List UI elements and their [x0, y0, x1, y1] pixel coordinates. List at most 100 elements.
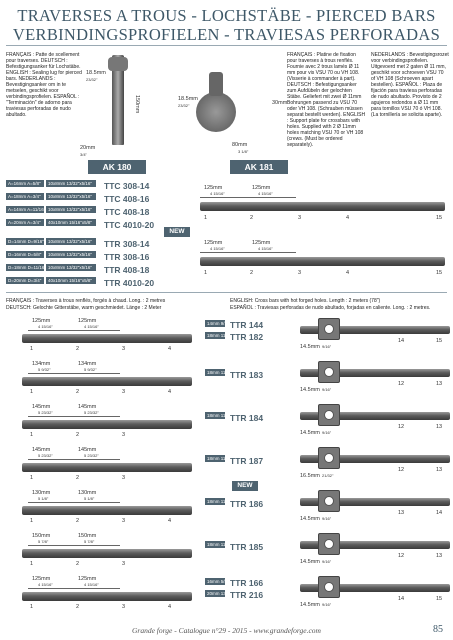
row-len-in: 9/16" — [322, 344, 332, 349]
row-spacing: 145mm — [32, 447, 51, 453]
ttr-code-2: TTR 308-16 — [104, 252, 150, 262]
row-num: 1 — [30, 432, 34, 438]
ttc-spacing-b-in: 4 15/16" — [258, 191, 273, 196]
ttr-code-1: TTR 308-14 — [104, 239, 150, 249]
row-num: 1 — [30, 604, 34, 610]
row-num: 1 — [30, 346, 34, 352]
mid-rule — [6, 292, 447, 293]
row-spacing-2: 145mm — [78, 447, 97, 453]
row-len-in: 9/16" — [322, 602, 332, 607]
row-right-bar-image — [300, 412, 450, 420]
row-right-bar-image — [300, 455, 450, 463]
ttc-code-2: TTC 408-16 — [104, 194, 150, 204]
row-code: TTR 144 — [230, 320, 264, 330]
ttc-num-1: 1 — [204, 215, 208, 221]
row-spacing: 145mm — [32, 404, 51, 410]
row-count: 13 — [398, 510, 405, 516]
ttr-bar-diagram: 125mm 4 15/16" 125mm 4 15/16" 1 2 3 4 15 — [200, 240, 450, 290]
footer-text: Grande forge - Catalogue n°29 - 2015 - w… — [132, 626, 321, 635]
row-spacing: 125mm — [32, 318, 51, 324]
ak181-dim1b: 23/32" — [178, 103, 190, 108]
row-dimline — [28, 330, 120, 331]
row-num: 2 — [76, 518, 80, 524]
ak180-figure — [90, 55, 150, 165]
row-count: 12 — [398, 467, 405, 473]
row-code: TTR 183 — [230, 370, 264, 380]
row-num: 2 — [76, 604, 80, 610]
row-code-2: TTR 182 — [230, 332, 264, 342]
row-plate-hole — [324, 453, 334, 463]
row-len-in: 9/16" — [322, 430, 332, 435]
row-count: 12 — [398, 424, 405, 430]
ak180-dim3: 150mm — [134, 95, 140, 114]
intro-right-text-b: NEDERLANDS : Bevestigingsrozet voor verb… — [371, 52, 449, 118]
row-count: 12 — [398, 553, 405, 559]
row-count-2: 13 — [436, 381, 443, 387]
row-num: 2 — [76, 432, 80, 438]
ttr-num-5: 15 — [436, 270, 443, 276]
ttr-spacing-a-in: 4 15/16" — [210, 246, 225, 251]
row-count-2: 13 — [436, 553, 443, 559]
row-dimline — [28, 459, 120, 460]
row-num: 3 — [122, 475, 126, 481]
row-spacing-in-2: 4 15/16" — [84, 324, 99, 329]
row-bar-size: 14mm 9/16" — [205, 320, 232, 327]
row-len-in: 9/16" — [322, 387, 332, 392]
row-bar-image — [22, 549, 192, 558]
row-right-bar-image — [300, 369, 450, 377]
row-count: 14 — [398, 596, 405, 602]
ttc-size-2: A=18mm A=3/4" — [6, 193, 44, 200]
row-len-in: 9/16" — [322, 516, 332, 521]
row-bar-size: 16mm 5/8" — [205, 578, 229, 585]
row-spacing-in: 4 15/16" — [38, 324, 53, 329]
ttc-size-1: A=16mm A=5/8" — [6, 180, 44, 187]
row-num: 1 — [30, 518, 34, 524]
row-len: 14.5mm — [300, 559, 320, 565]
row-spacing-2: 145mm — [78, 404, 97, 410]
row-plate-hole — [324, 367, 334, 377]
ak181-knob-image — [209, 72, 223, 96]
row-count: 14 — [398, 338, 405, 344]
ttr-spacing-b-in: 4 15/16" — [258, 246, 273, 251]
row-num: 3 — [122, 518, 126, 524]
row-dimline — [28, 416, 120, 417]
row-spacing-in-2: 5 1/8" — [84, 496, 95, 501]
ttc-code-3: TTC 408-18 — [104, 207, 150, 217]
ttc-bar-2: 10x8mm 13/32"x5/16" — [46, 193, 96, 200]
ttc-size-4: A=20mm A=3/4" — [6, 219, 44, 226]
row-num: 4 — [168, 604, 172, 610]
title-rule — [6, 45, 447, 46]
row-spacing-in-2: 5 9/32" — [84, 367, 97, 372]
ttc-spacing-b: 125mm — [252, 185, 271, 191]
row-num: 3 — [122, 604, 126, 610]
ttr-num-4: 4 — [346, 270, 350, 276]
row-right-bar-image — [300, 584, 450, 592]
row-code: TTR 187 — [230, 456, 264, 466]
row-num: 1 — [30, 561, 34, 567]
ak181-dim3: 30mm — [272, 100, 288, 106]
ttc-spacing-a: 125mm — [204, 185, 223, 191]
row-num: 4 — [168, 346, 172, 352]
row-plate-hole — [324, 324, 334, 334]
new-badge-top: NEW — [164, 227, 190, 237]
row-num: 3 — [122, 432, 126, 438]
row-bar-image — [22, 420, 192, 429]
ak180-dim1b: 23/32" — [86, 77, 98, 82]
row-num: 2 — [76, 475, 80, 481]
row-num: 3 — [122, 389, 126, 395]
ttc-bar-diagram: 125mm 4 15/16" 125mm 4 15/16" 1 2 3 4 15 — [200, 185, 450, 255]
row-len-in: 21/32" — [322, 473, 334, 478]
ak180-head-image — [108, 57, 128, 71]
row-bar-size: 18mm 11/16" — [205, 498, 234, 505]
row-spacing-in-2: 4 15/16" — [84, 582, 99, 587]
row-spacing-2: 130mm — [78, 490, 97, 496]
ttr-size-3: D=18mm D=11/16" — [6, 264, 47, 271]
page-title-line1: TRAVERSES A TROUS - LOCHSTÄBE - PIERCED … — [17, 6, 436, 25]
row-spacing-in-2: 5 7/8" — [84, 539, 95, 544]
row-bar-size-2: 18mm 11/16" — [205, 332, 234, 339]
row-bar-image — [22, 377, 192, 386]
